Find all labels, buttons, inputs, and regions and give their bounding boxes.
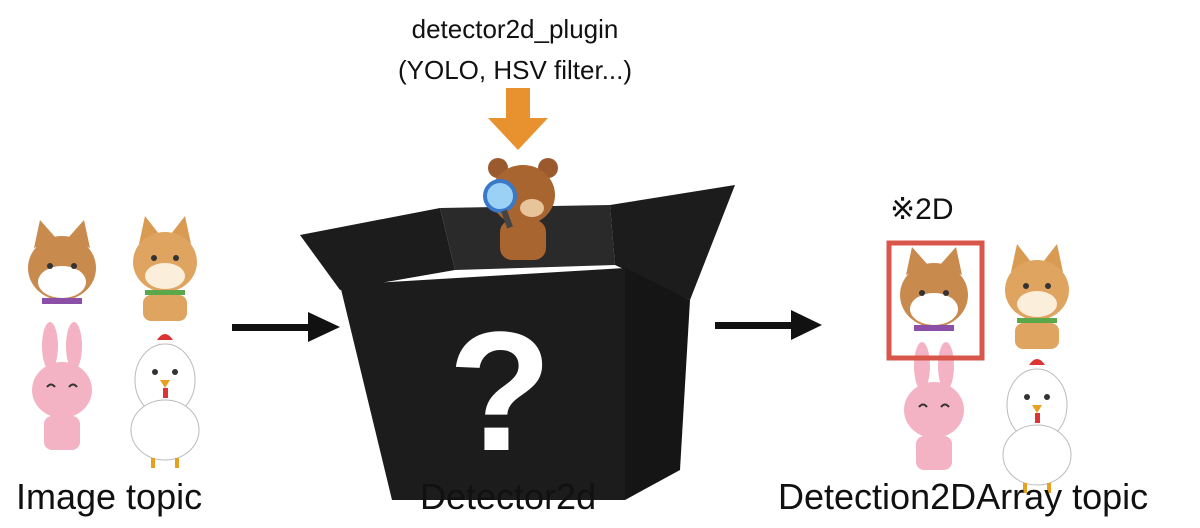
dog-image: [133, 216, 197, 321]
rabbit-image: [31, 321, 93, 451]
label-detector2d: Detector2d: [420, 476, 597, 517]
arrow-input: [232, 312, 340, 342]
bbox-note: ※2D: [890, 193, 954, 226]
chicken-image: [129, 332, 201, 470]
label-detection2darray-topic: Detection2DArray topic: [778, 476, 1149, 517]
output-animals: [886, 240, 1073, 495]
cat-image: [28, 220, 96, 304]
plugin-arrow: [488, 88, 548, 150]
plugin-examples: (YOLO, HSV filter...): [397, 55, 633, 85]
chicken-image: [1001, 357, 1073, 495]
rabbit-image: [903, 341, 965, 471]
black-box: ?: [300, 185, 735, 500]
question-mark: ?: [448, 297, 552, 487]
label-image-topic: Image topic: [16, 476, 203, 517]
arrow-output: [715, 310, 822, 340]
input-animals: [28, 216, 201, 470]
dog-image: [1005, 244, 1069, 349]
plugin-name: detector2d_plugin: [411, 14, 619, 44]
bear-with-magnifier: [483, 158, 558, 260]
cat-image-detected: [900, 247, 968, 331]
bounding-box: [886, 240, 985, 361]
